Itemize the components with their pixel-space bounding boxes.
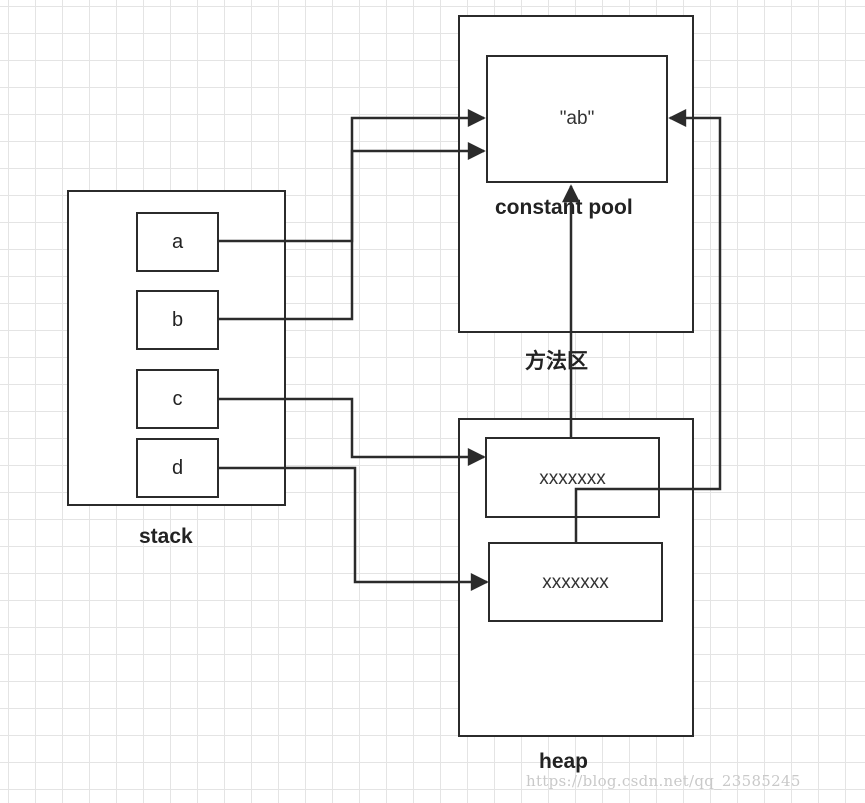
heap-object-1-text: xxxxxxx <box>539 468 606 489</box>
stack-var-c: c <box>136 369 219 429</box>
stack-var-a: a <box>136 212 219 272</box>
method-area-label: 方法区 <box>525 350 588 373</box>
heap-object-2-text: xxxxxxx <box>542 572 609 593</box>
stack-var-d: d <box>136 438 219 498</box>
constant-pool-label: constant pool <box>495 196 633 219</box>
stack-label: stack <box>139 525 193 548</box>
heap-label: heap <box>539 750 589 773</box>
string-literal-ab: "ab" <box>559 108 595 129</box>
heap-object-2 <box>488 542 663 622</box>
watermark-url: https://blog.csdn.net/qq_23585245 <box>526 772 801 790</box>
stack-var-b: b <box>136 290 219 350</box>
